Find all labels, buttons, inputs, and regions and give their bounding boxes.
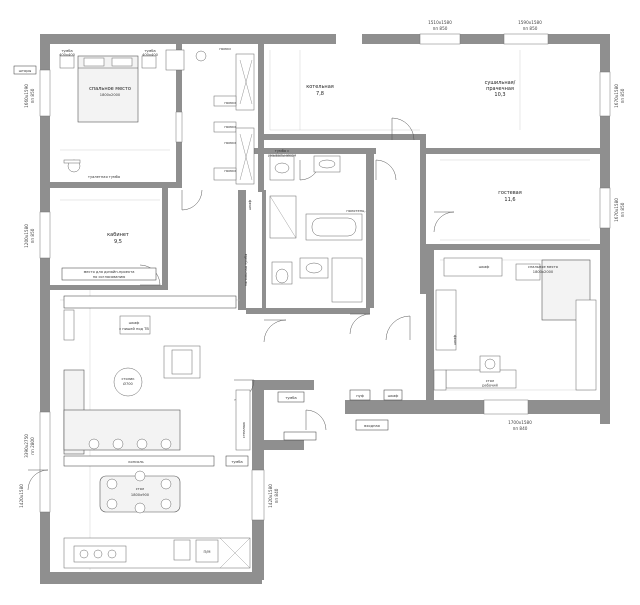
svg-text:7,8: 7,8 — [316, 91, 324, 97]
svg-text:1800x2000: 1800x2000 — [100, 93, 121, 97]
svg-text:тумба: тумба — [61, 49, 72, 53]
svg-text:шкаф: шкаф — [248, 200, 252, 211]
svg-text:10,3: 10,3 — [494, 92, 505, 98]
svg-text:полки: полки — [224, 125, 236, 129]
svg-text:туалетная тумба: туалетная тумба — [88, 175, 120, 179]
svg-text:шторы: шторы — [19, 69, 32, 73]
nightstand-left — [59, 55, 75, 69]
boiler-label: котельная — [306, 84, 334, 90]
svg-text:прачечная: прачечная — [486, 86, 514, 92]
svg-text:1420x1580: 1420x1580 — [268, 484, 273, 508]
living-area: шкаф с нишей под ТВ столик Ø700 консоль … — [63, 295, 251, 569]
svg-text:полки: полки — [224, 141, 236, 145]
study: кабинет 9,5 место для дизайн-проекта по … — [61, 232, 157, 281]
svg-text:с нишей под ТВ: с нишей под ТВ — [119, 327, 149, 331]
window-labels: 1510x1580 пп 850 1590x1580 пп 850 1700x1… — [13, 20, 625, 508]
svg-text:тумба: тумба — [285, 396, 296, 400]
svg-text:1510x1580: 1510x1580 — [428, 20, 452, 25]
svg-text:полки: полки — [224, 169, 236, 173]
bedroom-master: спальное место 1800x2000 тумба 400x400 т… — [59, 49, 207, 179]
svg-text:пп 840: пп 840 — [513, 426, 528, 431]
armchair — [165, 49, 185, 71]
guest-label: гостевая — [498, 190, 521, 196]
svg-text:полки: полки — [219, 47, 231, 51]
svg-text:тумба: тумба — [231, 460, 242, 464]
svg-text:пп 850: пп 850 — [523, 26, 538, 31]
bed — [77, 55, 139, 123]
bathroom-vertical-label: напольная тумба — [244, 254, 248, 287]
svg-text:пп 2800: пп 2800 — [30, 437, 35, 455]
svg-text:столик: столик — [121, 377, 135, 381]
svg-text:полки: полки — [224, 101, 236, 105]
svg-text:консоль: консоль — [128, 460, 143, 464]
svg-text:пп 850: пп 850 — [30, 88, 35, 103]
boiler-laundry: котельная 7,8 сушильная/ прачечная 10,3 — [306, 80, 515, 98]
svg-text:3390x2750: 3390x2750 — [24, 434, 29, 458]
svg-text:спальное место: спальное место — [528, 265, 558, 269]
svg-text:пп 850: пп 850 — [620, 88, 625, 103]
svg-text:11,6: 11,6 — [504, 197, 515, 203]
svg-text:шкаф: шкаф — [479, 265, 490, 269]
svg-text:П/М: П/М — [203, 550, 210, 554]
guest-room: гостевая 11,6 — [498, 190, 521, 203]
svg-text:пп 850: пп 850 — [433, 26, 448, 31]
svg-text:стеллаж: стеллаж — [242, 421, 246, 438]
svg-text:пп 840: пп 840 — [274, 488, 279, 503]
svg-text:входная: входная — [364, 424, 380, 428]
coffee-table — [113, 367, 143, 397]
svg-text:пуф: пуф — [356, 394, 364, 398]
svg-text:400x400: 400x400 — [142, 53, 159, 57]
svg-text:1800x2000: 1800x2000 — [533, 270, 554, 274]
svg-text:по согласованию: по согласованию — [93, 275, 125, 279]
windows — [39, 33, 611, 521]
svg-text:400x400: 400x400 — [59, 53, 76, 57]
svg-text:Ø700: Ø700 — [123, 381, 133, 386]
svg-text:1700x1580: 1700x1580 — [508, 420, 532, 425]
svg-text:пп 850: пп 850 — [620, 202, 625, 217]
svg-text:шкаф: шкаф — [388, 394, 399, 398]
svg-text:1670x1580: 1670x1580 — [614, 84, 619, 108]
svg-text:1670x1580: 1670x1580 — [614, 198, 619, 222]
svg-text:полотенц.: полотенц. — [346, 209, 365, 213]
hall: тумба пуф шкаф входная — [277, 389, 403, 441]
shelves-column: полки полки полки полки полки — [213, 47, 255, 185]
svg-text:1420x1580: 1420x1580 — [19, 484, 24, 508]
bedroom-label: спальное место — [89, 86, 131, 92]
svg-text:шкаф: шкаф — [453, 335, 457, 346]
svg-text:шкаф: шкаф — [129, 321, 140, 325]
svg-text:1590x1580: 1590x1580 — [518, 20, 542, 25]
study-label: кабинет — [107, 232, 129, 238]
svg-text:9,5: 9,5 — [114, 239, 122, 245]
svg-text:место для дизайн-проекта: место для дизайн-проекта — [84, 270, 135, 274]
svg-text:1200x1580: 1200x1580 — [24, 224, 29, 248]
laundry-label: сушильная/ — [485, 80, 516, 86]
svg-text:тумба: тумба — [144, 49, 155, 53]
svg-text:стол: стол — [136, 487, 145, 491]
svg-text:пп 850: пп 850 — [30, 228, 35, 243]
svg-text:1800x900: 1800x900 — [131, 493, 150, 497]
nightstand-right — [141, 55, 157, 69]
svg-text:1660x1590: 1660x1590 — [24, 84, 29, 108]
